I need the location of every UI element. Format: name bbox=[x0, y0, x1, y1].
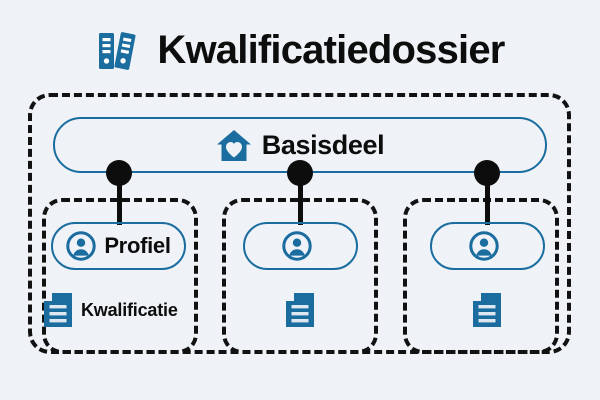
document-row-1[interactable]: Kwalificatie bbox=[44, 290, 178, 330]
connector-dot bbox=[474, 160, 500, 186]
page-title: Kwalificatiedossier bbox=[157, 28, 505, 72]
document-icon bbox=[286, 293, 314, 327]
connector-dot bbox=[287, 160, 313, 186]
person-circle-icon bbox=[468, 231, 499, 261]
profile-label-1: Profiel bbox=[104, 233, 171, 258]
connector-dot bbox=[106, 160, 132, 186]
connector-stem bbox=[484, 173, 490, 225]
home-heart-icon bbox=[216, 129, 252, 162]
document-icon bbox=[473, 293, 501, 327]
document-row-2[interactable] bbox=[286, 290, 323, 330]
person-circle-icon bbox=[281, 231, 312, 261]
basisdeel-label: Basisdeel bbox=[261, 129, 385, 160]
profile-pill-2[interactable] bbox=[243, 222, 358, 270]
page-header: Kwalificatiedossier bbox=[0, 18, 600, 82]
document-row-3[interactable] bbox=[473, 290, 510, 330]
connector-stem bbox=[297, 173, 303, 225]
connector-stem bbox=[116, 173, 122, 225]
profile-pill-3[interactable] bbox=[430, 222, 545, 270]
binders-icon bbox=[95, 27, 141, 73]
column-group-3 bbox=[403, 198, 559, 354]
profile-pill-1[interactable]: Profiel bbox=[51, 222, 186, 270]
document-icon bbox=[44, 293, 72, 327]
document-label-1: Kwalificatie bbox=[81, 300, 178, 320]
person-circle-icon bbox=[66, 231, 97, 261]
